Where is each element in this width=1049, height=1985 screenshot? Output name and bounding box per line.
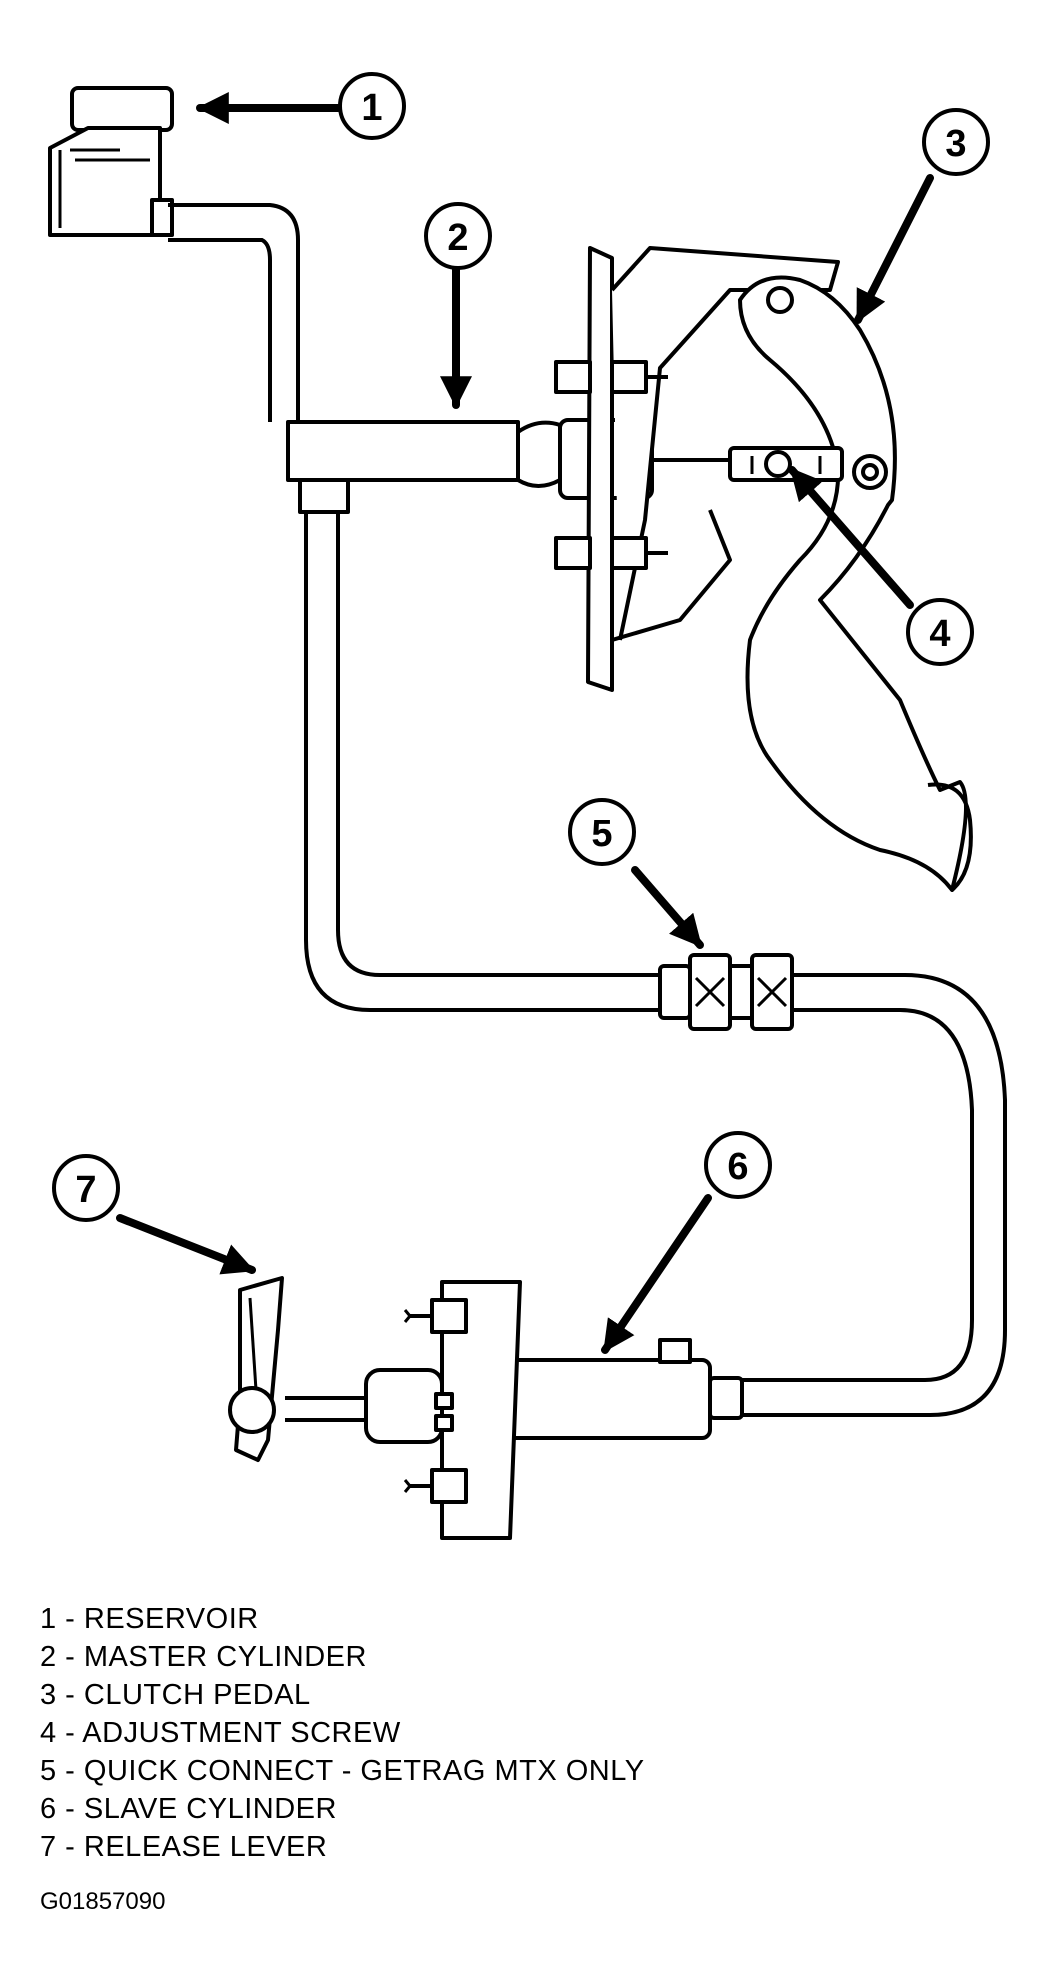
callout-4: 4 bbox=[906, 598, 974, 666]
legend-item-adjustment-screw: 4 - ADJUSTMENT SCREW bbox=[40, 1717, 401, 1749]
callout-5-number: 5 bbox=[591, 813, 612, 855]
callout-6-number: 6 bbox=[727, 1146, 748, 1188]
legend-item-release-lever: 7 - RELEASE LEVER bbox=[40, 1831, 328, 1863]
reservoir-hose bbox=[168, 203, 300, 422]
legend-item-clutch-pedal: 3 - CLUTCH PEDAL bbox=[40, 1679, 311, 1711]
callout-3-number: 3 bbox=[945, 123, 966, 165]
adjustment-screw bbox=[728, 446, 844, 482]
release-lever bbox=[228, 1276, 284, 1462]
master-cylinder bbox=[286, 418, 730, 514]
quick-connect bbox=[658, 953, 794, 1031]
callout-4-number: 4 bbox=[929, 613, 950, 655]
legend-item-reservoir: 1 - RESERVOIR bbox=[40, 1603, 259, 1635]
callout-3: 3 bbox=[922, 108, 990, 176]
pedal-bracket bbox=[554, 246, 840, 692]
figure-id: G01857090 bbox=[40, 1888, 166, 1915]
callout-2-number: 2 bbox=[447, 217, 468, 259]
callout-7-number: 7 bbox=[75, 1169, 96, 1211]
callout-2: 2 bbox=[424, 202, 492, 270]
legend-item-slave-cylinder: 6 - SLAVE CYLINDER bbox=[40, 1793, 337, 1825]
reservoir bbox=[48, 86, 174, 237]
clutch-pedal bbox=[738, 275, 973, 892]
legend-item-quick-connect: 5 - QUICK CONNECT - GETRAG MTX ONLY bbox=[40, 1755, 645, 1787]
parts-legend: 1 - RESERVOIR 2 - MASTER CYLINDER 3 - CL… bbox=[40, 1600, 1020, 1866]
callout-1: 1 bbox=[338, 72, 406, 140]
callout-6: 6 bbox=[704, 1131, 772, 1199]
callout-7: 7 bbox=[52, 1154, 120, 1222]
callout-arrows bbox=[116, 92, 934, 1354]
callout-1-number: 1 bbox=[361, 87, 382, 129]
callout-5: 5 bbox=[568, 798, 636, 866]
clutch-hydraulic-diagram: 1 2 3 4 5 6 7 bbox=[48, 72, 1007, 1540]
hydraulic-line bbox=[304, 512, 1007, 1417]
slave-cylinder bbox=[285, 1280, 744, 1540]
legend-item-master-cylinder: 2 - MASTER CYLINDER bbox=[40, 1641, 367, 1673]
